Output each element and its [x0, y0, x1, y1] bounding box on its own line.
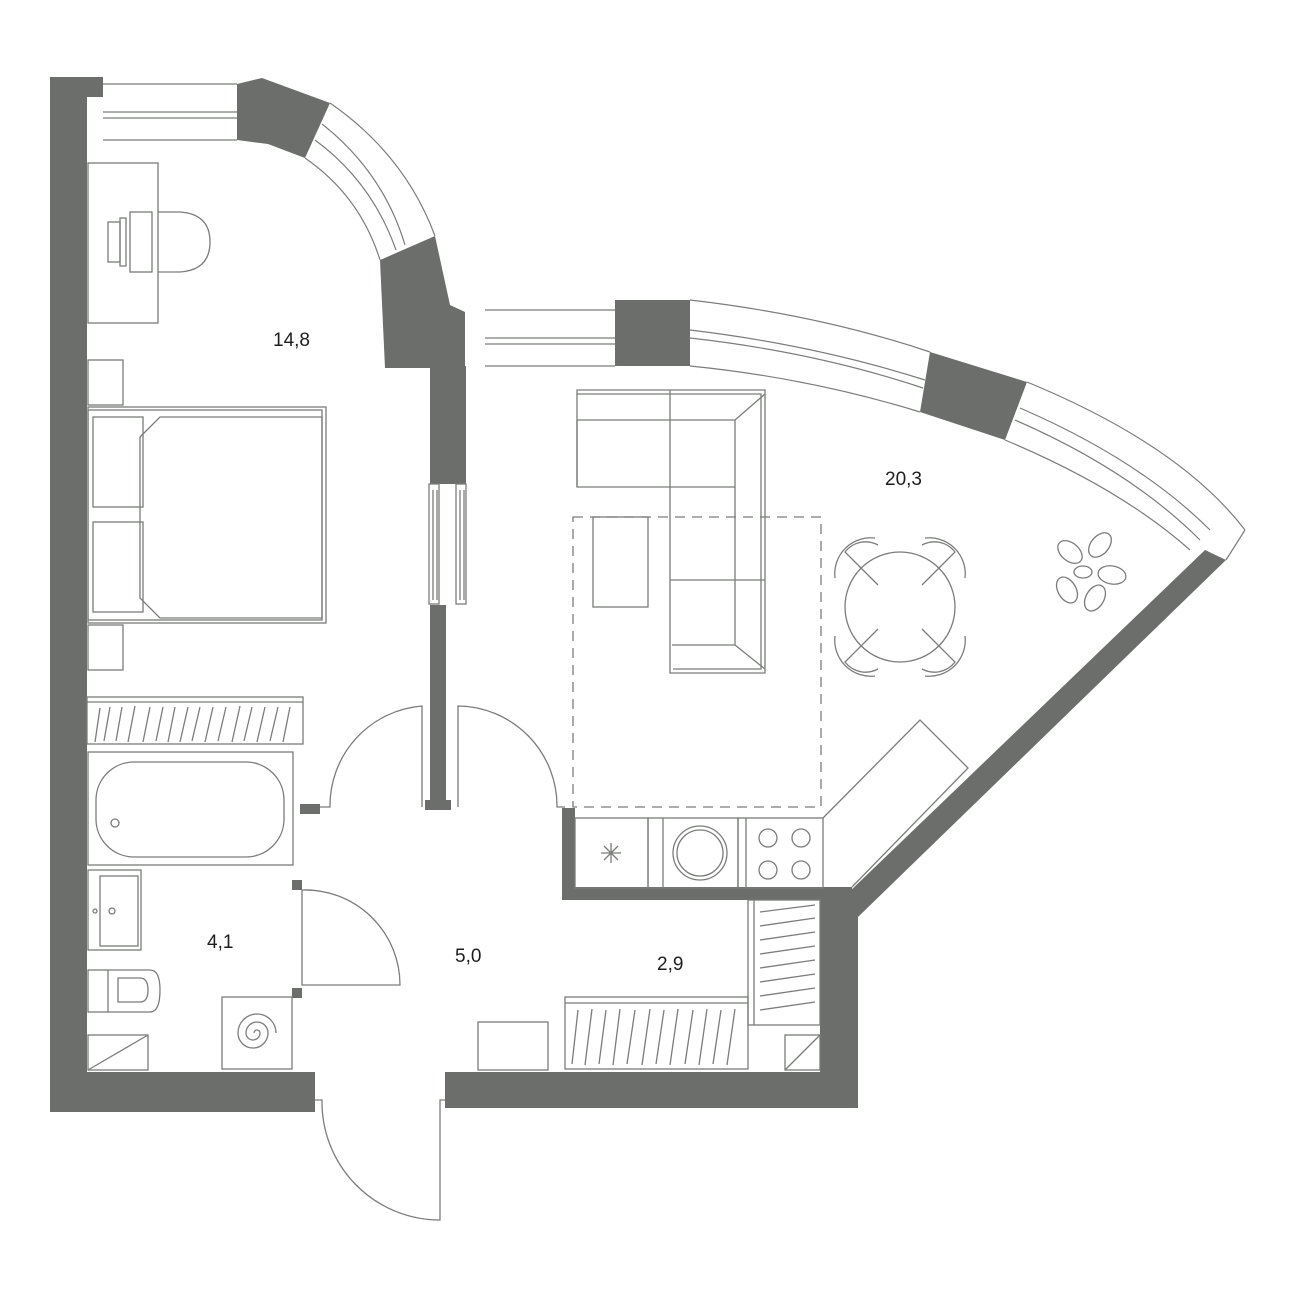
bathtub [87, 751, 294, 866]
dining-chair-1 [844, 541, 879, 586]
nightstand-bottom [87, 624, 124, 671]
counter [822, 719, 969, 888]
desk [87, 162, 159, 324]
pillow-bottom [92, 521, 144, 613]
wall-bottom-right [445, 1072, 858, 1108]
washer-kitchen [647, 817, 739, 889]
coffee-table [592, 516, 649, 608]
shaft-bath [87, 1034, 149, 1071]
snowflake-icon [601, 843, 621, 863]
wall-bath-stub [300, 804, 320, 814]
windows [103, 83, 1246, 561]
desk-monitor [107, 221, 121, 263]
room-area-storage: 2,9 [657, 954, 684, 975]
wall-diagonal [832, 550, 1226, 917]
wall-left [50, 77, 103, 1112]
walls [50, 77, 1226, 1112]
sofa [576, 389, 766, 674]
bath-sink [87, 869, 142, 951]
wall-bath-stub-2 [292, 880, 302, 890]
bedroom-door [320, 705, 423, 808]
wardrobe-storage-vertical [747, 899, 821, 1026]
living-door [457, 705, 565, 808]
dining-chair-2 [921, 541, 956, 586]
partition-upper [430, 366, 466, 484]
furniture [86, 162, 1127, 1221]
pier-top-1 [237, 78, 330, 158]
sliding-door-left [428, 483, 440, 605]
wardrobe-bedroom [86, 696, 304, 745]
duvet [139, 416, 323, 619]
room-area-bathroom: 4,1 [207, 932, 234, 953]
wall-right-lower [820, 900, 858, 1108]
hall-cabinet [477, 1021, 549, 1071]
bed [87, 406, 327, 624]
pillow-top [92, 416, 144, 508]
washing-machine [221, 996, 293, 1070]
dining-table [844, 551, 956, 663]
room-area-living-kitchen: 20,3 [885, 469, 922, 490]
shaft-storage [784, 1034, 821, 1071]
wall-bottom-left [50, 1072, 315, 1112]
wardrobe-storage [564, 996, 749, 1070]
pier-top-2 [380, 236, 465, 368]
partition-lower-cap [425, 800, 451, 810]
pier-right [920, 352, 1027, 440]
toilet [87, 969, 109, 1013]
nightstand-top [87, 359, 124, 406]
desk-chair [158, 211, 211, 273]
rug [572, 516, 822, 808]
partition-lower [430, 605, 446, 805]
wall-bath-stub-3 [292, 988, 302, 998]
room-area-hall: 5,0 [455, 946, 482, 967]
dining-chair-3 [844, 628, 879, 673]
room-area-bedroom: 14,8 [273, 330, 310, 351]
dining-chair-4 [921, 628, 956, 673]
wall-kitchen [562, 808, 852, 900]
entry-door [315, 1099, 445, 1221]
bath-door [301, 889, 401, 986]
stove [737, 817, 824, 889]
pier-mid [615, 300, 690, 366]
plant-icon [1055, 532, 1127, 612]
sliding-door-right [455, 483, 467, 605]
